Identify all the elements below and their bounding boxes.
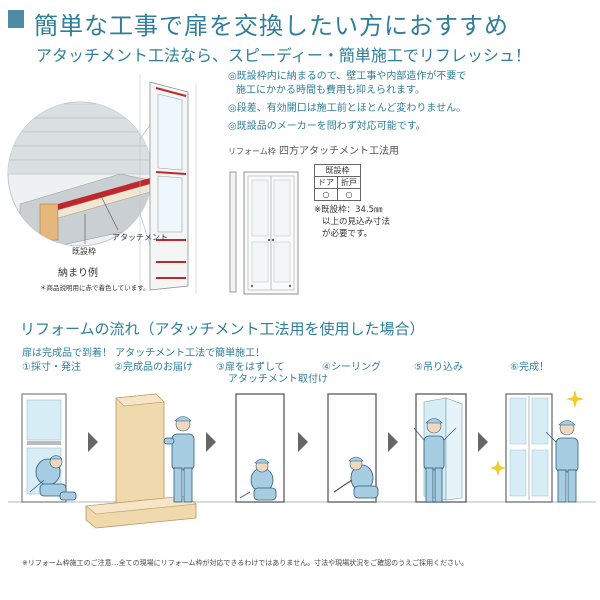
- flow-arrow-1: [88, 432, 98, 452]
- page-title: 簡単な工事で扉を交換したい方におすすめ: [34, 12, 509, 40]
- step-2-scene: [85, 393, 197, 529]
- step-5-label: ⑤吊り込み: [414, 362, 463, 373]
- reform-note-line-1: ※既設枠：34.5㎜: [314, 205, 383, 215]
- page-subtitle: アタッチメント工法なら、スピーディー・簡単施工でリフレッシュ！: [36, 46, 531, 65]
- reform-note-line-3: が必要です。: [322, 229, 373, 239]
- reform-frame-drawing: [229, 171, 299, 295]
- example-note: ＊商品説明用に赤で着色しています。: [40, 284, 150, 292]
- title-marker: [8, 10, 24, 28]
- flow-arrow-2: [206, 432, 216, 452]
- reform-title: リフォーム枠 四方アタッチメント工法用: [228, 142, 399, 157]
- flow-subtitle: 扉は完成品で到着！ アタッチメント工法で簡単施工！: [22, 348, 266, 359]
- attachment-label: アタッチメント: [112, 233, 168, 242]
- step-3-label-line-1: ③扉をはずして: [216, 362, 285, 373]
- table-header: 既設枠: [314, 164, 361, 177]
- step-2-label: ②完成品のお届け: [114, 362, 193, 373]
- wood-block: [39, 203, 59, 241]
- reform-note-line-2: 以上の見込み寸法: [322, 217, 391, 227]
- step-6-scene: [490, 390, 584, 503]
- sparkle-icon: [566, 390, 584, 408]
- step-4-label: ④シーリング: [322, 362, 381, 373]
- flow-title: リフォームの流れ（アタッチメント工法用を使用した場合）: [20, 320, 425, 338]
- step-5-scene: [413, 393, 467, 503]
- reform-title-main: 四方アタッチメント工法用: [278, 146, 399, 157]
- detail-illustration: [7, 74, 197, 294]
- flow-arrow-3: [298, 432, 308, 452]
- compat-table: 既設枠 ドア 折戸 ○ ○: [314, 164, 361, 201]
- existing-frame-label: 既設枠: [72, 247, 96, 256]
- step-1-scene: [21, 393, 77, 503]
- attachment-red-strip: [58, 178, 150, 210]
- feature-line-3: ◎段差、有効開口は施工前とほとんど変わりません。: [228, 103, 467, 114]
- reform-title-prefix: リフォーム枠: [228, 147, 276, 156]
- flow-arrow-4: [388, 432, 398, 452]
- table-val-door: ○: [314, 188, 338, 201]
- example-title: 納まり例: [58, 268, 98, 279]
- step-4-scene: [327, 393, 379, 503]
- footnote: ※リフォーム枠施工のご注意…全ての現場にリフォーム枠が対応できるわけではありませ…: [22, 559, 469, 567]
- reform-note: ※既設枠：34.5㎜ 以上の見込み寸法 が必要です。: [314, 204, 390, 240]
- step-1-label: ①採寸・発注: [22, 362, 81, 373]
- step-6-label: ⑥完成！: [510, 362, 549, 373]
- table-val-fold: ○: [337, 188, 361, 201]
- feature-line-4: ◎既設品のメーカーを問わず対応可能です。: [228, 121, 426, 132]
- flow-illustration: [8, 390, 596, 529]
- feature-line-1: ◎既設枠内に納まるので、壁工事や内部造作が不要で: [228, 71, 467, 82]
- feature-line-2: 施工にかかる時間も費用も抑えられます。: [236, 85, 425, 96]
- flow-arrow-5: [478, 432, 488, 452]
- step-3-scene: [235, 393, 285, 503]
- step-3-label-line-2: アタッチメント取付け: [228, 374, 328, 385]
- step-3-label: ③扉をはずして アタッチメント取付け: [216, 362, 328, 386]
- table-col-fold: 折戸: [337, 176, 361, 189]
- table-col-door: ドア: [314, 176, 338, 189]
- sparkle-icon: [490, 460, 506, 476]
